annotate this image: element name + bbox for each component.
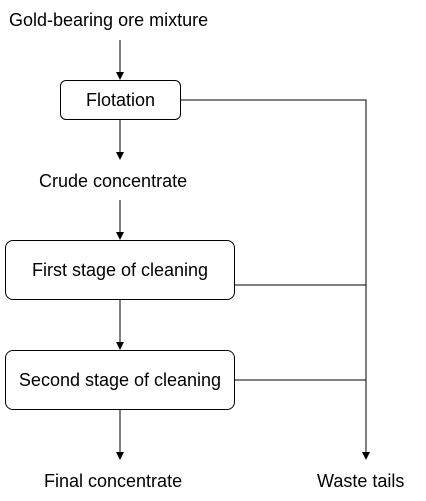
input-label: Gold-bearing ore mixture [9,10,209,30]
waste-tails-label: Waste tails [317,471,405,491]
final-concentrate-label: Final concentrate [44,471,183,491]
second-cleaning-box: Second stage of cleaning [5,350,235,410]
first-cleaning-label: First stage of cleaning [31,259,209,280]
first-cleaning-box: First stage of cleaning [5,240,235,300]
edge-flotation-to-waste [181,99,370,460]
crude-concentrate-label: Crude concentrate [39,171,188,191]
flotation-label: Flotation [85,89,156,110]
second-cleaning-label: Second stage of cleaning [18,369,222,390]
flotation-box: Flotation [60,80,181,120]
